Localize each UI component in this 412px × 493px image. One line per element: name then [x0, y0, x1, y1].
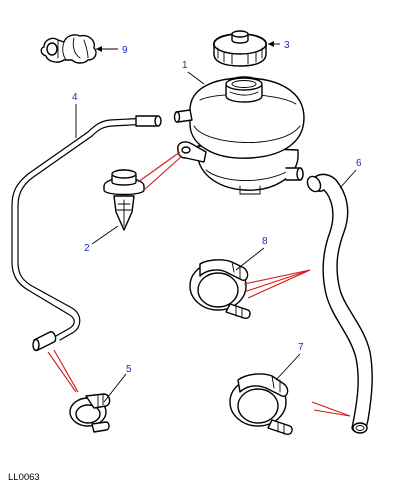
- callout-8: 8: [262, 236, 268, 247]
- leader-6: [339, 169, 357, 189]
- leader-8: [235, 247, 265, 271]
- leader-5: [103, 373, 127, 403]
- callout-1: 1: [182, 60, 188, 71]
- red-leader-2a: [137, 151, 181, 183]
- callout-4: 4: [72, 92, 78, 103]
- part-9-clip: [40, 34, 97, 64]
- callout-7: 7: [298, 342, 304, 353]
- red-leader-7b: [313, 409, 351, 417]
- part-4-bleed-pipe: [11, 115, 162, 352]
- part-7-hose-clip: [229, 373, 293, 436]
- red-leaders: [47, 151, 351, 417]
- callout-6: 6: [356, 158, 362, 169]
- part-6-coolant-hose: [306, 173, 373, 434]
- diagram-reference-code: LL0063: [8, 472, 40, 483]
- callout-9: 9: [122, 45, 128, 56]
- red-leader-8b: [243, 269, 311, 293]
- red-leader-2b: [143, 155, 183, 191]
- part-3-filler-cap: [213, 30, 267, 67]
- leader-1: [187, 71, 205, 85]
- callout-3: 3: [284, 40, 290, 51]
- red-leader-8a: [243, 269, 311, 285]
- part-2-push-fixing: [103, 169, 145, 231]
- callout-leaders: [75, 41, 357, 403]
- leader-2: [91, 225, 119, 245]
- callout-2: 2: [84, 243, 90, 254]
- red-leader-7a: [311, 401, 351, 417]
- part-8-hose-clip: [189, 259, 251, 320]
- red-leader-5b: [53, 349, 79, 393]
- red-leader-5a: [47, 351, 77, 393]
- callout-5: 5: [126, 364, 132, 375]
- callout-labels: 1 2 3 4 5 6 7 8 9: [72, 40, 362, 375]
- part-5-small-hose-clip: [69, 393, 111, 433]
- red-leader-8c: [247, 269, 311, 299]
- part-1-expansion-tank: [173, 76, 305, 195]
- leader-7: [275, 353, 301, 381]
